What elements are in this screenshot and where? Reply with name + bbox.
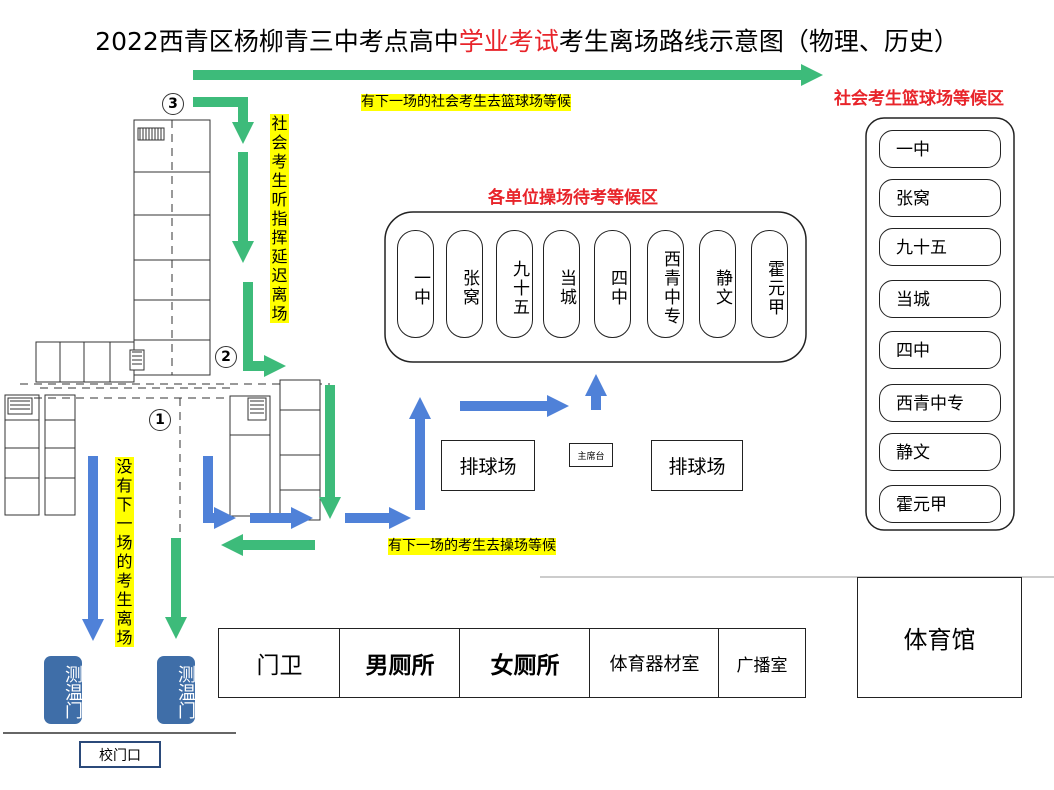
mens-restroom: 男厕所 [339, 628, 461, 698]
basketball-heading: 社会考生篮球场等候区 [834, 89, 1004, 109]
basketball-unit-7: 霍元甲 [879, 485, 1001, 523]
playground-unit-6: 静文 [699, 230, 736, 338]
volleyball-court-right: 排球场 [651, 440, 743, 491]
green-arrows [164, 63, 824, 640]
basketball-unit-5: 西青中专 [879, 384, 1001, 422]
basketball-unit-3: 当城 [879, 280, 1001, 318]
basketball-waiting-frame [865, 117, 1015, 531]
playground-unit-5: 西青中专 [647, 230, 684, 338]
volleyball-court-left: 排球场 [441, 440, 535, 491]
playground-waiting-frame [384, 211, 807, 363]
marker-2: 2 [215, 346, 237, 368]
corridor-lines [20, 383, 330, 540]
right-building [229, 379, 321, 521]
annotation-next-session-playground: 有下一场的考生去操场等候 [388, 538, 556, 555]
playground-unit-7: 霍元甲 [751, 230, 788, 338]
basketball-unit-6: 静文 [879, 433, 1001, 471]
marker-3: 3 [162, 93, 184, 115]
broadcast-room: 广播室 [718, 628, 806, 698]
playground-unit-3: 当城 [543, 230, 580, 338]
temperature-gate-left: 测温门 [44, 656, 83, 724]
basketball-unit-1: 张窝 [879, 179, 1001, 217]
marker-1: 1 [149, 409, 171, 431]
gymnasium: 体育馆 [857, 577, 1022, 698]
annotation-no-next-session-leave: 没有下一场的考生离场 [115, 457, 134, 647]
left-wing-building [4, 394, 76, 516]
blue-arrows [81, 373, 608, 642]
playground-unit-1: 张窝 [446, 230, 483, 338]
playground-heading: 各单位操场待考等候区 [488, 188, 658, 208]
womens-restroom: 女厕所 [459, 628, 591, 698]
basketball-unit-4: 四中 [879, 331, 1001, 369]
annotation-social-to-basketball: 有下一场的社会考生去篮球场等候 [361, 94, 571, 111]
annotation-social-follow-direction: 社会考生听指挥延迟离场 [270, 114, 289, 323]
blue-arrow-bend [203, 456, 237, 530]
temperature-gate-right: 测温门 [157, 656, 196, 724]
rostrum: 主席台 [569, 443, 613, 467]
green-arrow-exit3 [193, 97, 255, 145]
guard-room: 门卫 [218, 628, 341, 698]
sports-equipment-room: 体育器材室 [589, 628, 720, 698]
school-gate: 校门口 [79, 741, 161, 768]
basketball-unit-2: 九十五 [879, 228, 1001, 266]
teaching-building [35, 119, 211, 383]
green-arrow-down2 [243, 282, 287, 378]
playground-unit-0: 一中 [397, 230, 434, 338]
page-title: 2022西青区杨柳青三中考点高中学业考试考生离场路线示意图（物理、历史） [95, 27, 959, 56]
basketball-unit-0: 一中 [879, 130, 1001, 168]
playground-unit-4: 四中 [594, 230, 631, 338]
playground-unit-2: 九十五 [496, 230, 533, 338]
